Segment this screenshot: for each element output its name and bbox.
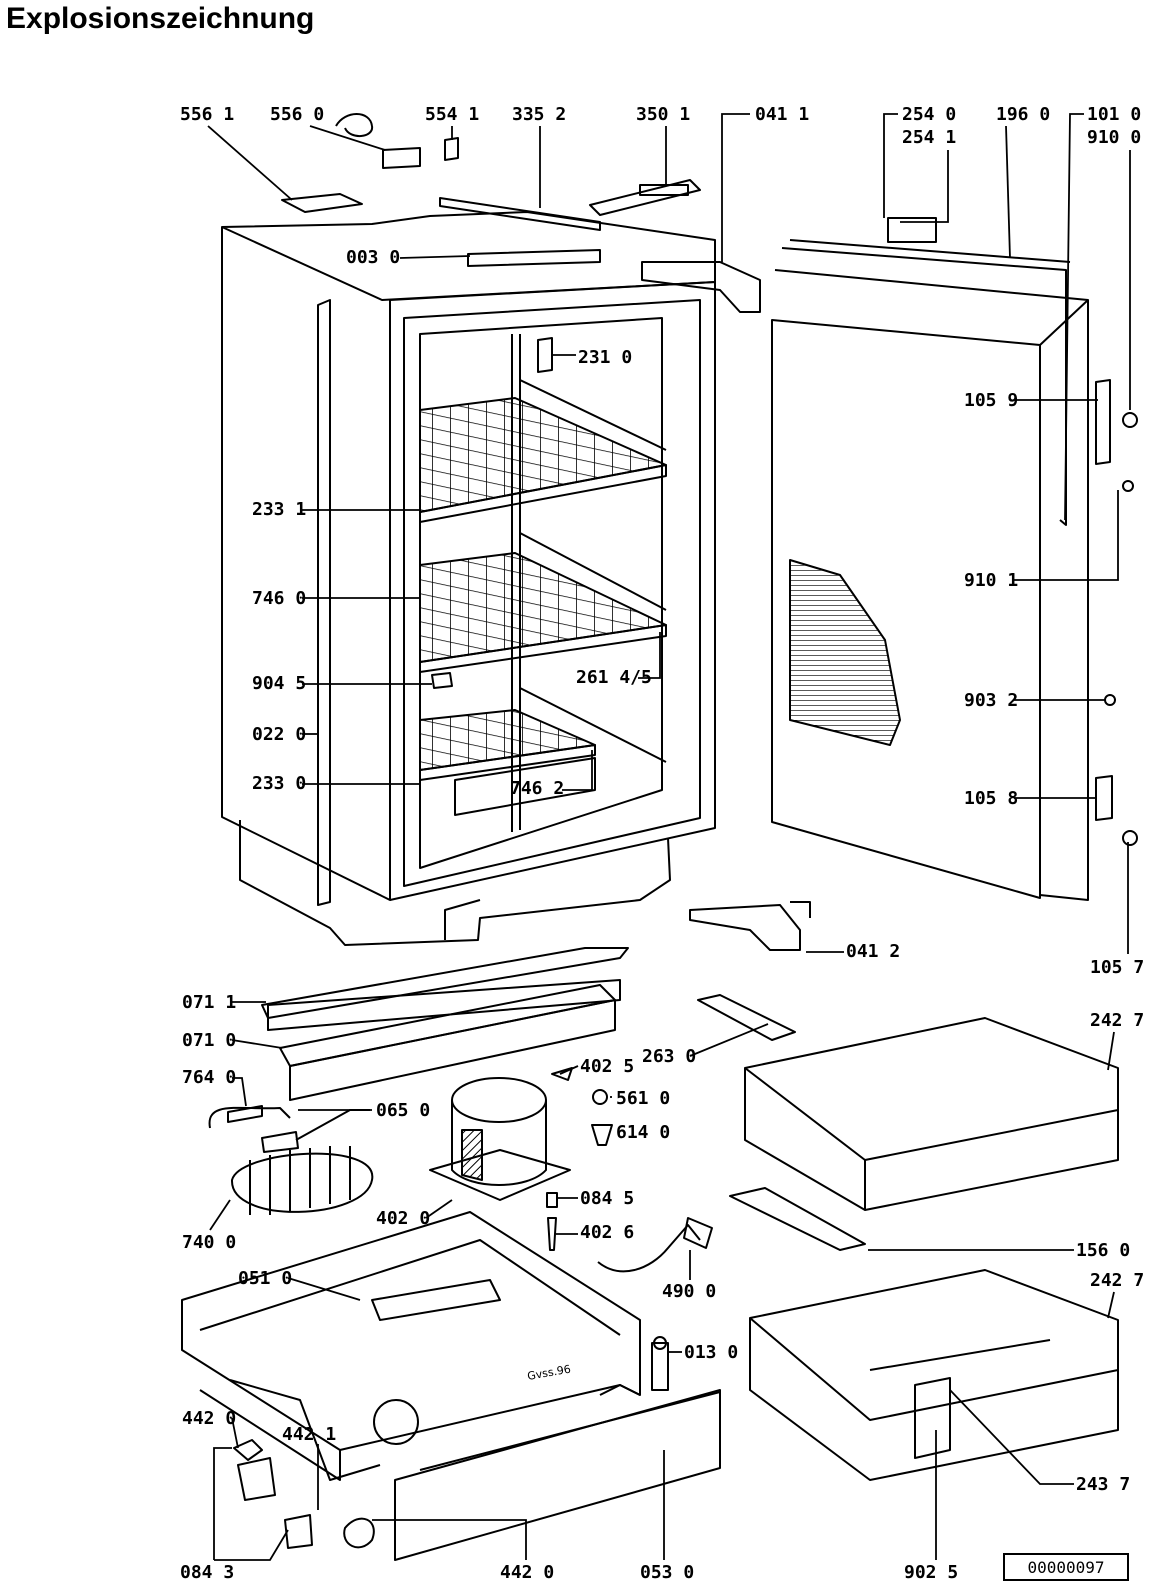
part-label: 740 0 [182,1232,236,1253]
part-label: 242 7 [1090,1010,1144,1031]
leader-line [900,150,949,223]
scribble-text: Gvss.96 [526,1363,572,1383]
leader-line [1107,1291,1115,1319]
part-label: 156 0 [1076,1240,1130,1261]
part-label: 084 5 [580,1188,634,1209]
leader-line [399,255,471,259]
part-label: 902 5 [904,1562,958,1583]
part-label: 263 0 [642,1046,696,1067]
part-label: 442 0 [500,1562,554,1583]
leader-line [638,632,661,679]
page-title: Explosionszeichnung [6,2,315,35]
part-label: 556 0 [270,104,324,125]
part-label: 254 1 [902,127,956,148]
leader-line [372,1519,527,1560]
leader-line [883,113,898,218]
top-parts [281,113,761,373]
part-label: 556 1 [180,104,234,125]
part-label: 003 0 [346,247,400,268]
document-number: 00000097 [1003,1553,1129,1581]
part-label: 105 9 [964,390,1018,411]
wire-shelves [419,379,667,816]
part-label: 101 0 [1087,104,1141,125]
leader-line [689,1023,769,1057]
part-label: 490 0 [662,1281,716,1302]
leader-line [207,125,293,201]
part-label: 051 0 [238,1268,292,1289]
part-label: 554 1 [425,104,479,125]
part-label: 233 1 [252,499,306,520]
part-label: 041 1 [755,104,809,125]
compressor-assembly [208,1067,713,1273]
leader-lines [207,113,1131,1561]
part-label: 746 0 [252,588,306,609]
part-label: 402 6 [580,1222,634,1243]
part-label: 105 7 [1090,957,1144,978]
part-label: 243 7 [1076,1474,1130,1495]
part-label: 402 0 [376,1208,430,1229]
leader-line [425,1199,453,1219]
part-label: 746 2 [510,778,564,799]
part-label: 904 5 [252,673,306,694]
base-frames [261,947,796,1101]
part-label: 402 5 [580,1056,634,1077]
base-tray [181,1211,721,1561]
part-label: 084 3 [180,1562,234,1583]
part-label: 231 0 [578,347,632,368]
part-label: 041 2 [846,941,900,962]
fridge-door [689,217,1138,951]
part-label: 764 0 [182,1067,236,1088]
leader-line [213,1447,289,1561]
part-label: 910 0 [1087,127,1141,148]
part-label: 254 0 [902,104,956,125]
part-label: 903 2 [964,690,1018,711]
part-label: 196 0 [996,104,1050,125]
part-label: 442 0 [182,1408,236,1429]
leader-line [1005,125,1011,259]
leader-line [231,1417,239,1449]
leader-line [1107,1031,1115,1071]
part-label: 350 1 [636,104,690,125]
part-label: 614 0 [616,1122,670,1143]
leader-line [562,750,593,791]
part-label: 233 0 [252,773,306,794]
part-label: 071 0 [182,1030,236,1051]
part-label: 065 0 [376,1100,430,1121]
part-label: 022 0 [252,724,306,745]
part-label: 335 2 [512,104,566,125]
part-label: 561 0 [616,1088,670,1109]
part-label: 442 1 [282,1424,336,1445]
leader-line [949,1389,1074,1485]
part-label: 261 4/5 [576,667,652,688]
leader-line [1064,113,1084,521]
leader-line [559,1065,579,1075]
leader-line [287,1277,361,1301]
part-label: 910 1 [964,570,1018,591]
part-label: 053 0 [640,1562,694,1583]
part-label: 013 0 [684,1342,738,1363]
leader-line [309,125,386,151]
leader-line [1014,490,1119,581]
crisper-drawers [729,1017,1119,1481]
leader-line [721,113,750,262]
part-label: 242 7 [1090,1270,1144,1291]
leader-line [232,1077,247,1107]
part-label: 071 1 [182,992,236,1013]
part-label: 105 8 [964,788,1018,809]
leader-line [209,1199,231,1231]
leader-line [231,1039,283,1049]
